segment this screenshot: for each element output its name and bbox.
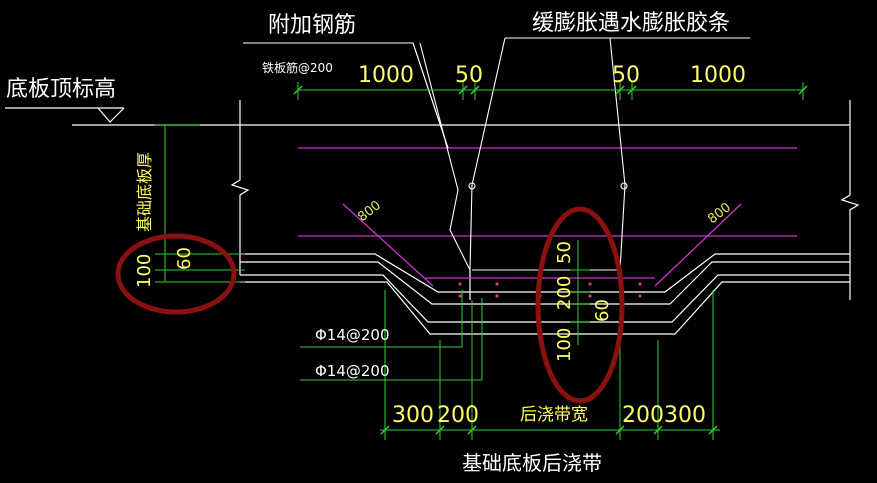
label-swelling-strip: 缓膨胀遇水膨胀胶条: [532, 11, 730, 36]
label-rebar-a: Φ14@200: [315, 326, 390, 344]
dim-bottom-300-left: 300: [392, 403, 434, 428]
dim-top-right-50: 50: [612, 63, 640, 88]
slab-outline: [72, 100, 860, 335]
label-slab-top-elevation: 底板顶标高: [6, 77, 116, 102]
label-iron-rebar: 铁板筋@200: [262, 60, 333, 75]
dim-mid-50: 50: [554, 241, 575, 264]
label-title: 基础底板后浇带: [462, 451, 602, 475]
dim-top-left-50: 50: [455, 63, 483, 88]
dimension-ticks: [293, 85, 808, 435]
dim-mid-200: 200: [554, 276, 575, 310]
dim-mid-60: 60: [592, 299, 613, 322]
leader-lines: [243, 37, 750, 271]
rebar-dots: [458, 282, 642, 298]
dim-bottom-300-right: 300: [664, 403, 706, 428]
label-post-pour-width: 后浇带宽: [520, 405, 588, 425]
dim-mid-100: 100: [554, 328, 575, 362]
dim-left-60: 60: [174, 247, 195, 270]
label-rebar-b: Φ14@200: [315, 362, 390, 380]
dim-slope-left-800: 800: [355, 198, 384, 225]
strip-marker-right: [620, 182, 628, 190]
elevation-symbol: [5, 107, 125, 123]
dim-left-100: 100: [134, 254, 155, 288]
dim-bottom-200-left: 200: [437, 403, 479, 428]
dim-slope-right-800: 800: [705, 200, 734, 227]
highlight-ellipse-middle: [535, 206, 625, 404]
highlight-ellipse-left: [115, 233, 237, 315]
label-slab-thickness: 基础底板厚: [135, 152, 154, 232]
label-additional-rebar: 附加钢筋: [268, 13, 356, 38]
dim-top-left-1000: 1000: [358, 63, 414, 88]
dim-bottom-200-right: 200: [622, 403, 664, 428]
dim-top-right-1000: 1000: [690, 63, 746, 88]
strip-marker-left: [468, 182, 476, 190]
